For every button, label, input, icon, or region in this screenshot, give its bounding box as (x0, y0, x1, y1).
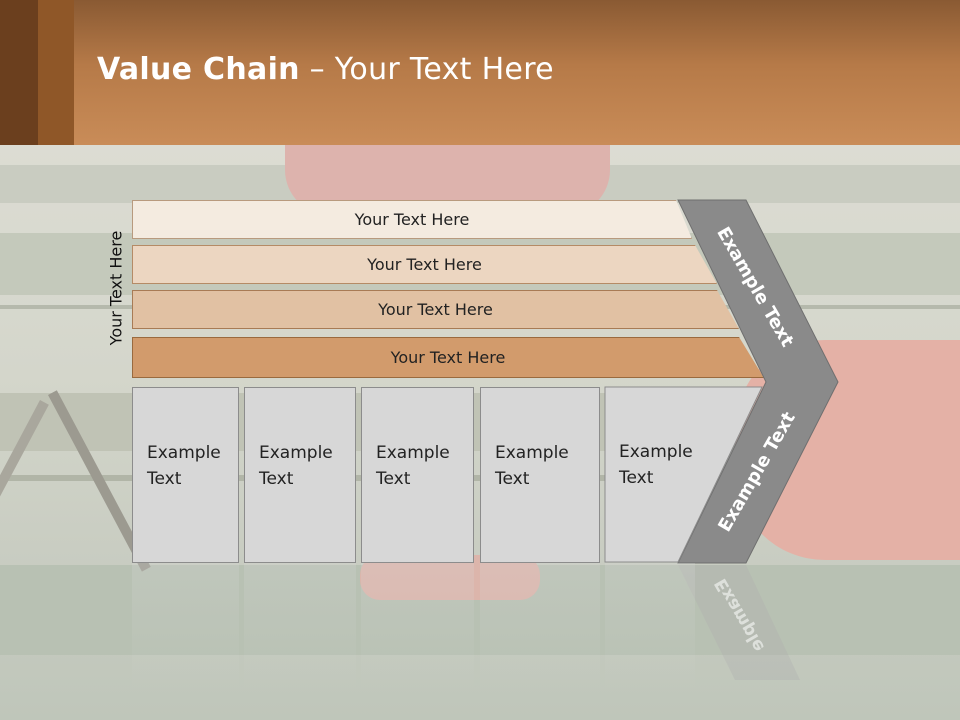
activity-column-5: Example Text (605, 387, 693, 563)
column-text-line-1: Example (147, 443, 221, 463)
band-label: Your Text Here (390, 348, 506, 367)
activity-column-2: Example Text (244, 387, 356, 563)
column-text-line-1: Example (376, 443, 450, 463)
column-text-line-2: Text (619, 468, 654, 488)
band-label: Your Text Here (378, 300, 493, 319)
column-text-line-1: Example (259, 443, 333, 463)
band-label: Your Text Here (354, 210, 470, 229)
chevron-shape (677, 199, 839, 564)
activity-column-1: Example Text (132, 387, 239, 563)
slide-title-bold: Value Chain (97, 52, 300, 87)
column-text-line-2: Text (259, 469, 294, 489)
header-accent-stripe (0, 0, 38, 145)
value-band-3: Your Text Here (132, 290, 739, 329)
column-text-line-2: Text (495, 469, 530, 489)
column-text-line-2: Text (376, 469, 411, 489)
value-band-4: Your Text Here (132, 337, 764, 378)
value-band-1: Your Text Here (132, 200, 692, 239)
header-accent-stripe (38, 0, 74, 145)
column-text-line-1: Example (495, 443, 569, 463)
slide-title-rest: – Your Text Here (299, 52, 554, 87)
last-column-shape (604, 386, 763, 563)
chevron-reflection (678, 565, 800, 680)
column-text-line-2: Text (147, 469, 182, 489)
slide-header: Value Chain – Your Text Here (0, 0, 960, 145)
column-text-line-1: Example (619, 442, 693, 462)
band-label: Your Text Here (367, 255, 482, 274)
activity-column-4: Example Text (480, 387, 600, 563)
activity-column-3: Example Text (361, 387, 474, 563)
value-band-2: Your Text Here (132, 245, 717, 284)
slide-title: Value Chain – Your Text Here (97, 52, 554, 87)
